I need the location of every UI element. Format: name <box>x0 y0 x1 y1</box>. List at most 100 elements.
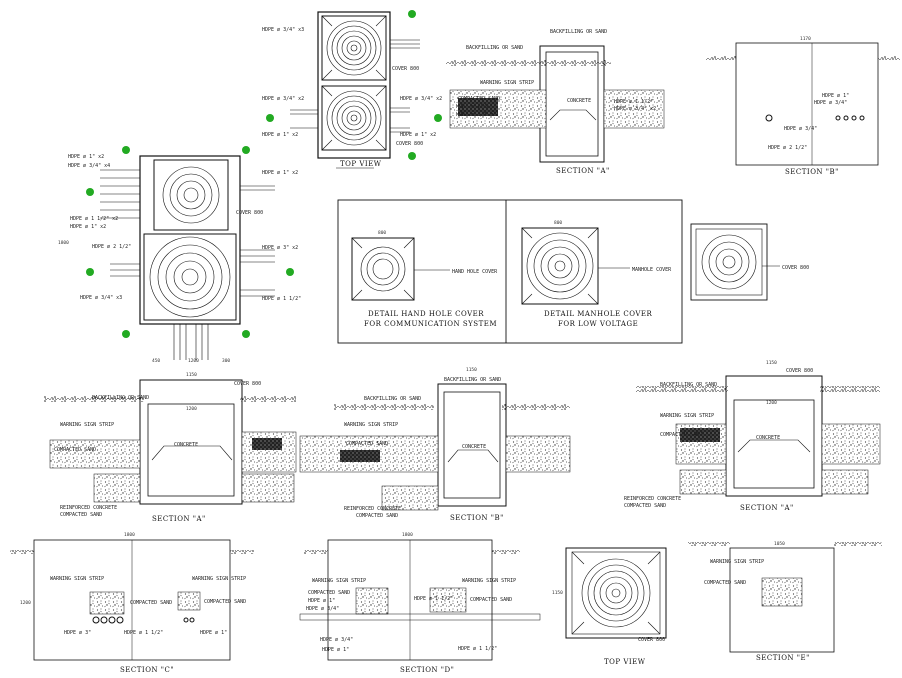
top-view-1-title: TOP VIEW <box>340 160 382 168</box>
label: REINFORCED CONCRETE <box>60 505 117 511</box>
label: HDPE ø 2 1/2" <box>92 244 131 250</box>
label: BACKFILLING OR SAND <box>466 45 523 51</box>
label: COMPACTED SAND <box>624 503 666 509</box>
dim: 1200 <box>188 358 199 364</box>
label: HDPE ø 3/4" x2 <box>262 96 304 102</box>
label: HDPE ø 3/4" x2 <box>456 112 498 118</box>
label: COMPACTED SAND <box>54 447 96 453</box>
label: HDPE ø 1" <box>308 598 335 604</box>
label: COMPACTED SAND <box>346 441 388 447</box>
section-b-mid: SECTION "B" BACKFILLING OR SAND BACKFILL… <box>299 367 571 522</box>
label: HDPE ø 3/4" <box>320 637 353 643</box>
dim: 1150 <box>552 590 563 596</box>
dim: 1200 <box>766 400 777 406</box>
top-view-2: TOP VIEW COVER 800 1150 <box>552 547 667 666</box>
label: HDPE ø 1" x2 <box>262 132 298 138</box>
dim: 1150 <box>186 372 197 378</box>
label: HDPE ø 1" <box>200 630 227 636</box>
label: HDPE ø 1 1/2" <box>124 630 163 636</box>
dim: 1800 <box>58 240 69 246</box>
label: WARNING SIGN STRIP <box>192 576 246 582</box>
label: REINFORCED CONCRETE <box>624 496 681 502</box>
label: COMPACTED SAND <box>60 512 102 518</box>
section-b-mid-title: SECTION "B" <box>450 514 504 522</box>
label: HDPE ø 3/4" x3 <box>80 295 122 301</box>
label: HDPE ø 2 1/2" <box>768 145 807 151</box>
label: CONCRETE <box>567 98 591 104</box>
dim: 1170 <box>800 36 811 42</box>
dim: 800 <box>554 220 562 226</box>
label: CONCRETE <box>462 444 486 450</box>
label: HDPE ø 1" <box>822 93 849 99</box>
label: BACKFILLING OR SAND <box>444 377 501 383</box>
detail-right-sub: FOR LOW VOLTAGE <box>558 320 638 328</box>
plan-main: HDPE ø 1" x2 HDPE ø 3/4" x4 HDPE ø 1 1/2… <box>58 146 301 364</box>
label: WARNING SIGN STRIP <box>480 80 534 86</box>
label: COVER 800 <box>638 637 665 643</box>
section-b-top-title: SECTION "B" <box>785 168 839 176</box>
label: REINFORCED CONCRETE <box>344 506 401 512</box>
detail-left-sub: FOR COMMUNICATION SYSTEM <box>364 320 497 328</box>
label: HDPE ø 3/4" <box>306 606 339 612</box>
label: WARNING SIGN STRIP <box>50 576 104 582</box>
label: HDPE ø 3/4" x4 <box>68 163 110 169</box>
section-a-top: SECTION "A" BACKFILLING OR SAND BACKFILL… <box>446 29 665 175</box>
label: CONCRETE <box>174 442 198 448</box>
label: WARNING SIGN STRIP <box>60 422 114 428</box>
label: COVER 800 <box>782 265 809 271</box>
label: CONCRETE <box>756 435 780 441</box>
dim: 1150 <box>466 367 477 373</box>
detail-box: HAND HOLE COVER DETAIL HAND HOLE COVER F… <box>337 199 683 344</box>
label: HDPE ø 3/4" x2 <box>400 96 442 102</box>
label: BACKFILLING OR SAND <box>92 395 149 401</box>
dim: 1150 <box>766 360 777 366</box>
label: BACKFILLING OR SAND <box>660 382 717 388</box>
dim: 1050 <box>774 541 785 547</box>
label: COMPACTED SAND <box>308 590 350 596</box>
label: HDPE ø 3/4" <box>814 100 847 106</box>
label: COMPACTED SAND <box>704 580 746 586</box>
detail-left-title: DETAIL HAND HOLE COVER <box>368 310 484 318</box>
label: HDPE ø 1 1/2" <box>458 646 497 652</box>
top-view-1: TOP VIEW HDPE ø 3/4" x3 HDPE ø 3/4" x2 H… <box>262 10 442 169</box>
section-c: SECTION "C" WARNING SIGN STRIP WARNING S… <box>10 532 254 674</box>
label: HDPE ø 1" <box>322 647 349 653</box>
label: BACKFILLING OR SAND <box>364 396 421 402</box>
label: HDPE ø 1 1/2" x2 <box>70 216 118 222</box>
section-d: SECTION "D" WARNING SIGN STRIP WARNING S… <box>299 532 541 674</box>
label: HDPE ø 1" x2 <box>70 224 106 230</box>
label: HDPE ø 3/4" x2 <box>614 106 656 112</box>
label: HDPE ø 3/4" <box>784 126 817 132</box>
label: HAND HOLE COVER <box>452 269 498 275</box>
label: HDPE ø 1" x2 <box>68 154 104 160</box>
label: COMPACTED SAND <box>470 597 512 603</box>
section-a-top-title: SECTION "A" <box>556 167 610 175</box>
label: HDPE ø 1"/2 <box>456 104 489 110</box>
label: COMPACTED SAND <box>130 600 172 606</box>
label: WARNING SIGN STRIP <box>344 422 398 428</box>
label: COMPACTED SAND <box>660 432 702 438</box>
dim: 1200 <box>186 406 197 412</box>
dim: 300 <box>222 358 230 364</box>
label: MANHOLE COVER <box>632 267 672 273</box>
section-a-right: SECTION "A" BACKFILLING OR SAND COVER 80… <box>624 360 881 512</box>
label: HDPE ø 3" x2 <box>262 245 298 251</box>
section-a-left-title: SECTION "A" <box>152 515 206 523</box>
label: COVER 800 <box>236 210 263 216</box>
label: COMPACTED SAND <box>204 599 246 605</box>
dim: 1800 <box>402 532 413 538</box>
dim: 1200 <box>20 600 31 606</box>
label: WARNING SIGN STRIP <box>312 578 366 584</box>
label: HDPE ø 1 1/2" <box>414 596 453 602</box>
dim: 450 <box>152 358 160 364</box>
section-e: SECTION "E" WARNING SIGN STRIP COMPACTED… <box>688 541 882 662</box>
label: HDPE ø 3/4" x3 <box>262 27 304 33</box>
section-marker-icon <box>86 146 294 338</box>
cover-rings-1 <box>326 20 382 76</box>
section-d-title: SECTION "D" <box>400 666 454 674</box>
dim: 800 <box>378 230 386 236</box>
detail-right-title: DETAIL MANHOLE COVER <box>544 310 653 318</box>
label: HDPE ø 1" x2 <box>400 132 436 138</box>
label: HDPE ø 3" <box>64 630 91 636</box>
